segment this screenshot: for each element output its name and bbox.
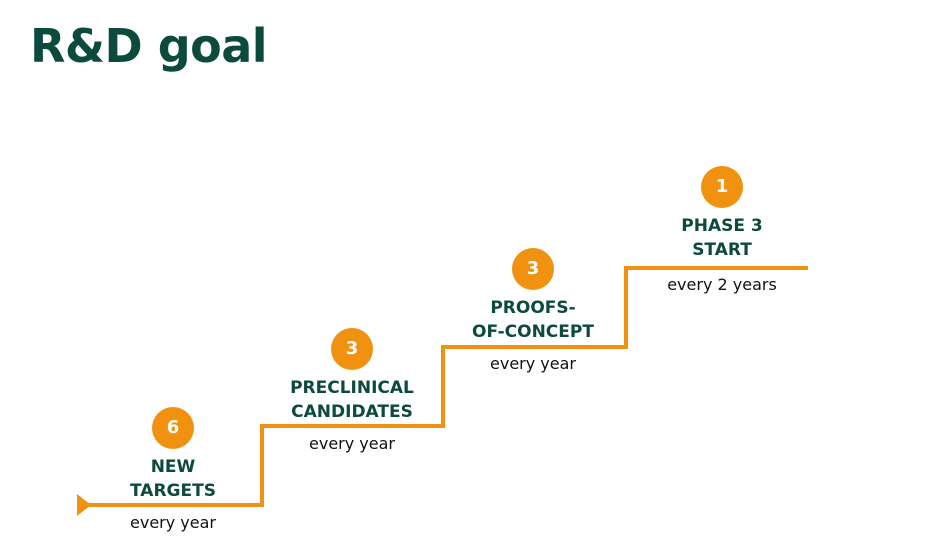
start-arrowhead xyxy=(77,494,91,516)
page-title: R&D goal xyxy=(30,19,268,73)
step-frequency: every 2 years xyxy=(667,275,777,294)
count-badge: 3 xyxy=(512,248,554,290)
step-label: NEW TARGETS xyxy=(73,455,273,503)
step-proofs-of-concept: 3 PROOFS- OF-CONCEPT xyxy=(433,248,633,344)
count-badge: 1 xyxy=(701,166,743,208)
step-new-targets: 6 NEW TARGETS xyxy=(73,407,273,503)
step-label-line: OF-CONCEPT xyxy=(472,322,594,342)
step-label-line: TARGETS xyxy=(130,481,216,501)
step-label-line: CANDIDATES xyxy=(291,402,413,422)
staircase-line xyxy=(88,266,808,507)
step-frequency: every year xyxy=(309,434,395,453)
step-label-line: PRECLINICAL xyxy=(290,378,414,398)
step-label-line: PROOFS- xyxy=(490,298,576,318)
step-preclinical-candidates: 3 PRECLINICAL CANDIDATES xyxy=(252,328,452,424)
step-label-line: PHASE 3 xyxy=(681,216,763,236)
step-label: PRECLINICAL CANDIDATES xyxy=(252,376,452,424)
step-label: PHASE 3 START xyxy=(622,214,822,262)
count-badge: 3 xyxy=(331,328,373,370)
count-badge: 6 xyxy=(152,407,194,449)
step-frequency: every year xyxy=(490,354,576,373)
step-frequency: every year xyxy=(130,513,216,532)
step-label-line: NEW xyxy=(150,457,196,477)
step-label-line: START xyxy=(692,240,752,260)
step-label: PROOFS- OF-CONCEPT xyxy=(433,296,633,344)
step-phase-3-start: 1 PHASE 3 START xyxy=(622,166,822,262)
